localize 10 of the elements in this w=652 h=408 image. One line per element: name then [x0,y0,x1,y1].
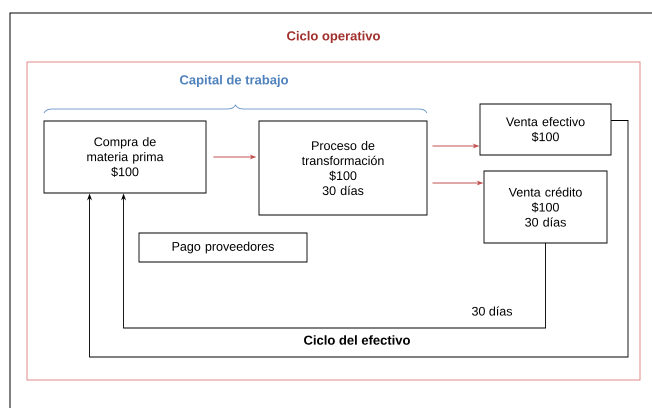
process-box: Venta crédito $100 30 días [484,170,608,244]
arrow [87,120,628,358]
edge-label: 30 días [470,305,514,317]
process-box: Pago proveedores [138,232,308,262]
cycle-label: Ciclo del efectivo [304,335,410,345]
bracket-label: Capital de trabajo [180,74,288,88]
process-box: Proceso de transformación $100 30 días [258,120,428,216]
node-label: Ciclo operativo [287,30,380,44]
process-box: Compra de materia prima $100 [44,120,206,194]
process-box: Venta efectivo $100 [480,104,612,156]
